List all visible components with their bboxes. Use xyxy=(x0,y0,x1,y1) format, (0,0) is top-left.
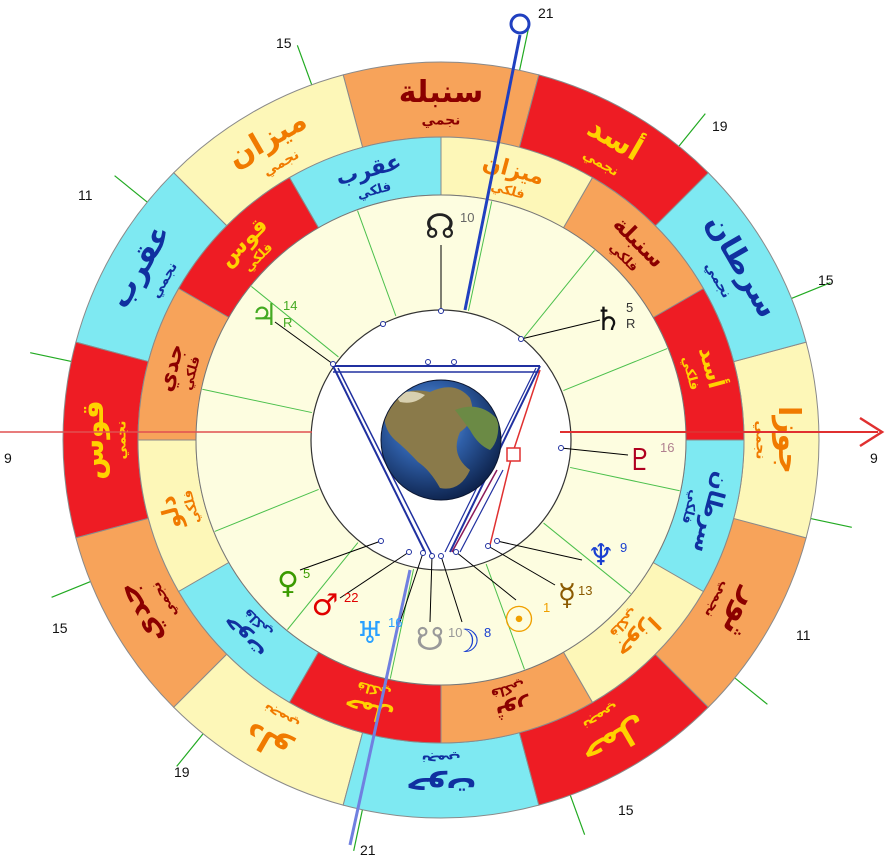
mars-icon: ♂ xyxy=(312,588,339,623)
pluto-icon: ♇ xyxy=(627,443,654,478)
cusp-degree-right-upper: 15 xyxy=(818,272,834,288)
cusp-degree-bottom: 21 xyxy=(360,842,376,858)
planet-tick-lines xyxy=(274,245,629,623)
house-line xyxy=(287,542,359,630)
outer-ring-type-label: نجمي xyxy=(753,421,769,460)
house-line xyxy=(543,522,631,594)
jupiter-retrograde: R xyxy=(283,315,292,330)
house-line xyxy=(214,488,319,532)
house-line xyxy=(563,348,668,392)
outer-ring-sign-label: سنبلة xyxy=(399,75,483,110)
pluto-degree: 16 xyxy=(660,440,674,455)
outer-ring-sign-label: جوزا xyxy=(771,406,806,474)
midheaven-axis-line xyxy=(463,34,522,311)
neptune-degree: 9 xyxy=(620,540,627,555)
outer-ring-type-label: نجمي xyxy=(422,113,461,129)
uranus-icon: ♅ xyxy=(357,616,384,651)
cusp-degree-left: 9 xyxy=(4,450,12,466)
outer-ring-sign-label: قوس xyxy=(76,400,111,480)
saturn-degree: 5 xyxy=(626,300,633,315)
outer-ring-type-label: نجمي xyxy=(422,752,461,768)
uranus-degree: 16 xyxy=(388,615,402,630)
mercury-degree: 13 xyxy=(578,583,592,598)
house-line xyxy=(251,286,339,358)
mercury-icon: ☿ xyxy=(558,578,576,613)
earth-icon xyxy=(380,379,502,501)
north-node-degree: 10 xyxy=(460,210,474,225)
south-node-icon: ☋ xyxy=(416,620,444,658)
cusp-degree-left-lower: 15 xyxy=(52,620,68,636)
house-line xyxy=(467,201,493,311)
moon-degree: 8 xyxy=(484,625,491,640)
house-line xyxy=(357,210,397,317)
cusp-degree-bottom-left: 19 xyxy=(174,764,190,780)
sun-degree: 1 xyxy=(543,600,550,615)
cusp-degree-top-left: 15 xyxy=(276,35,292,51)
moon-icon: ☽ xyxy=(452,622,481,660)
cusp-degree-top: 21 xyxy=(538,5,554,21)
north-node-icon: ☊ xyxy=(425,207,455,247)
imum-coeli-axis-line xyxy=(348,569,412,846)
mars-degree: 22 xyxy=(344,590,358,605)
sun-icon: ☉ xyxy=(503,600,535,641)
venus-icon: ♀ xyxy=(277,566,299,601)
cusp-degree-right-lower: 11 xyxy=(796,627,811,643)
outer-ring-type-label: نجمي xyxy=(114,421,130,460)
jupiter-degree: 14 xyxy=(283,298,297,313)
neptune-icon: ♆ xyxy=(588,538,615,573)
saturn-icon: ♄ xyxy=(594,300,623,338)
cusp-degree-labels: 21 19 15 9 11 15 21 19 15 9 11 15 xyxy=(4,5,878,858)
midheaven-icon xyxy=(509,13,531,35)
cusp-degree-left-upper: 11 xyxy=(78,187,93,203)
descendant-arrow-icon xyxy=(859,416,885,448)
house-line xyxy=(389,569,415,679)
house-line xyxy=(570,466,680,492)
outer-ring-sign-label: حوت xyxy=(406,770,477,805)
cusp-degree-right: 9 xyxy=(870,450,878,466)
cusp-degree-top-right: 19 xyxy=(712,118,728,134)
house-line xyxy=(523,250,595,338)
cusp-degree-bottom-right: 15 xyxy=(618,802,634,818)
south-node-degree: 10 xyxy=(448,625,462,640)
house-line xyxy=(202,388,312,414)
jupiter-icon: ♃ xyxy=(251,298,278,333)
saturn-retrograde: R xyxy=(626,316,635,331)
venus-degree: 5 xyxy=(303,566,310,581)
planet-glyphs: ☊ 10 ♄ 5 R ♃ 14 R ♇ 16 ♆ 9 ☿ 13 ☉ 1 ☽ 8 … xyxy=(251,207,675,660)
